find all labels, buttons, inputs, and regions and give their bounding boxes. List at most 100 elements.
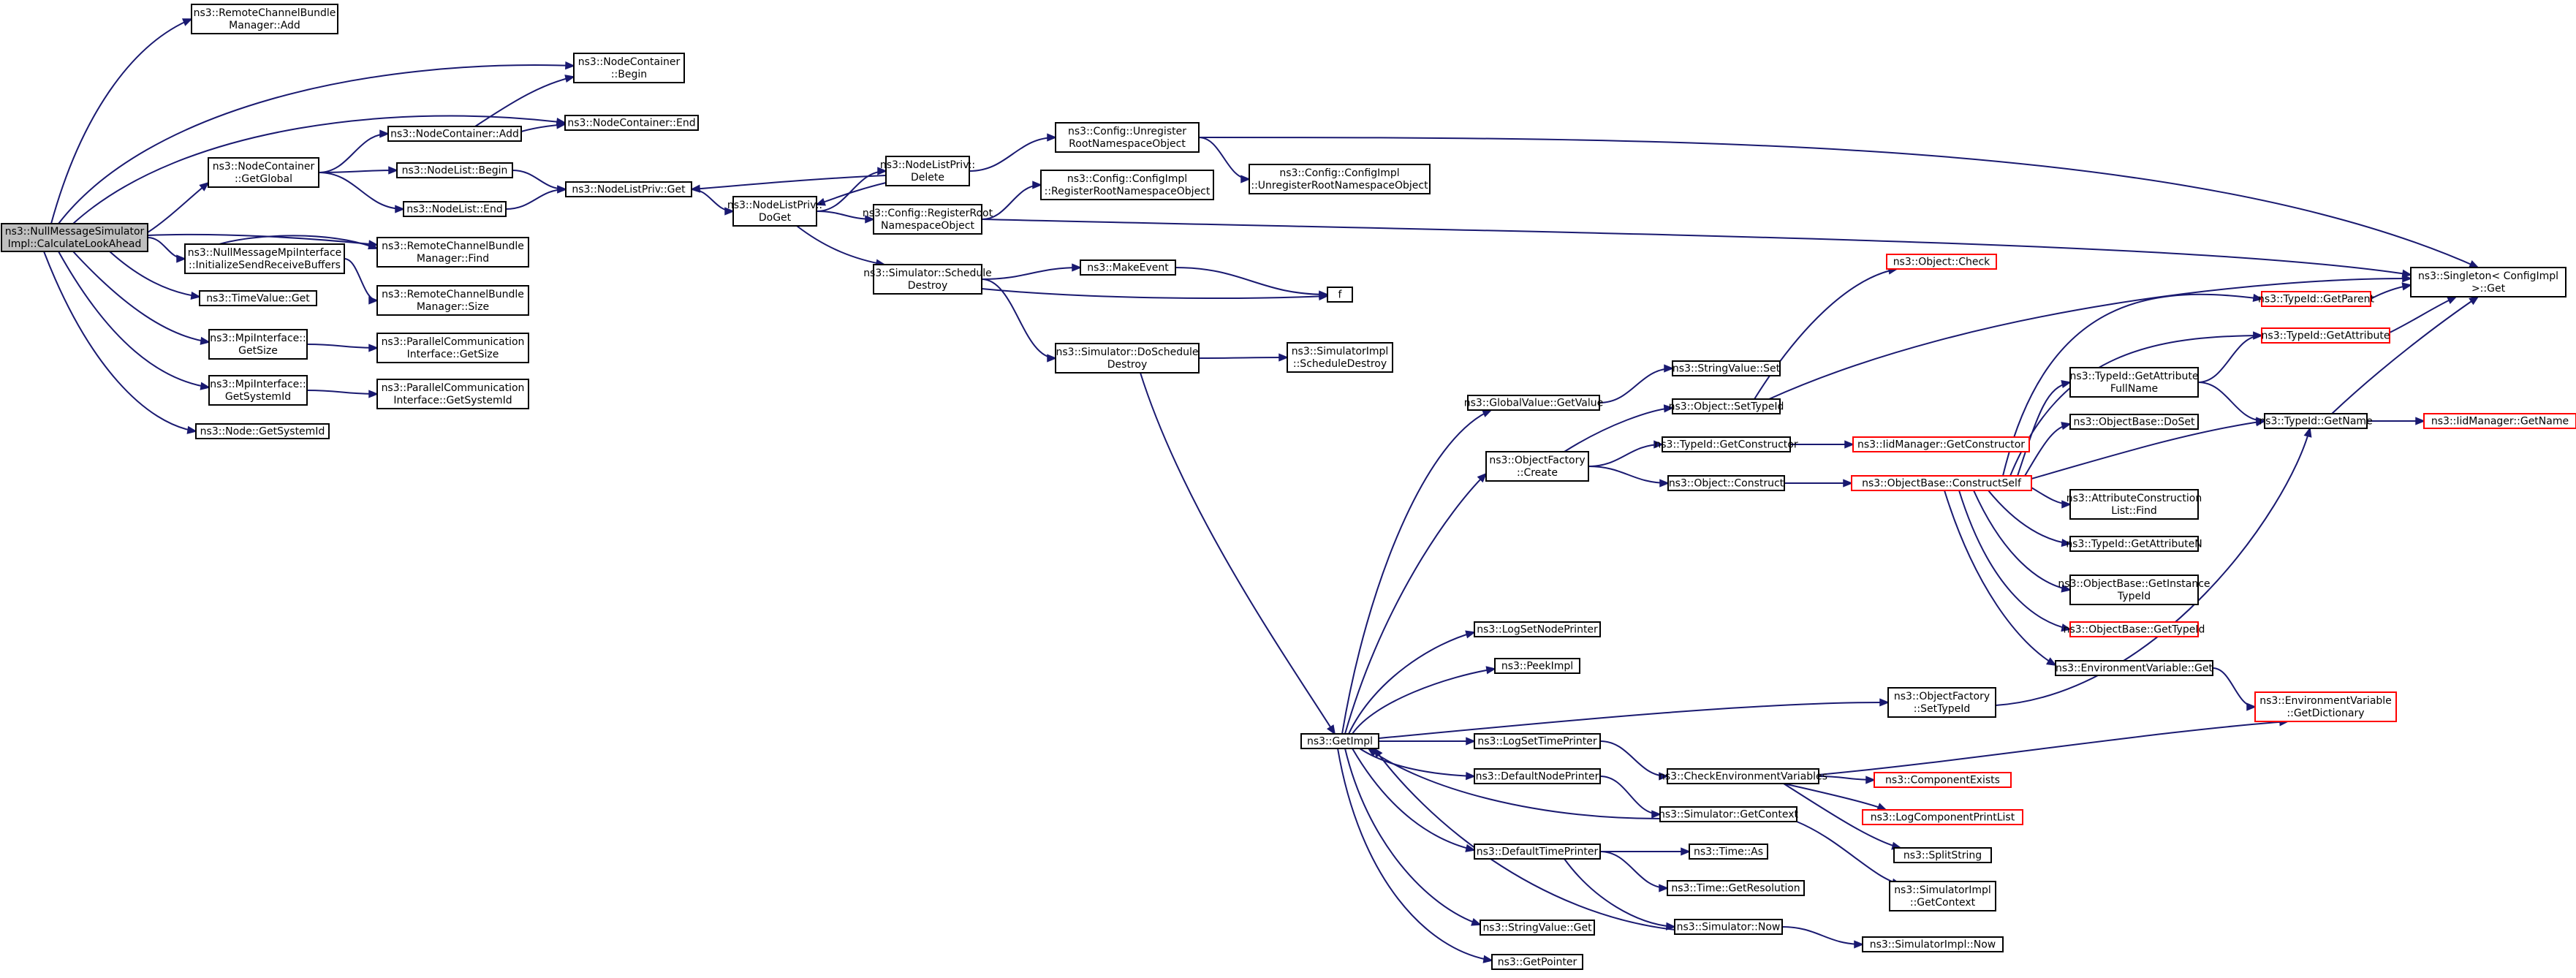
node-timevalue-get[interactable]: ns3::TimeValue::Get xyxy=(199,290,317,306)
node-lognodeprinter[interactable]: ns3::LogSetNodePrinter xyxy=(1474,621,1601,637)
node-cfgimpl-reg[interactable]: ns3::Config::ConfigImpl::RegisterRootNam… xyxy=(1040,170,1214,200)
node-stringvalue-get[interactable]: ns3::StringValue::Get xyxy=(1480,920,1595,936)
node-nc-add[interactable]: ns3::NodeContainer::Add xyxy=(387,126,522,142)
edge-line xyxy=(58,64,575,224)
node-box xyxy=(1055,343,1200,374)
node-defaultnodeprinter[interactable]: ns3::DefaultNodePrinter xyxy=(1474,768,1601,784)
node-nmmpi-init[interactable]: ns3::NullMessageMpiInterface::Initialize… xyxy=(184,243,345,274)
node-globalvalue-getvalue[interactable]: ns3::GlobalValue::GetValue xyxy=(1464,395,1603,411)
node-nlp-get[interactable]: ns3::NodeListPriv::Get xyxy=(565,181,692,197)
node-ob-gettypeid[interactable]: ns3::ObjectBase::GetTypeId xyxy=(2064,621,2205,637)
node-getimpl[interactable]: ns3::GetImpl xyxy=(1300,733,1379,749)
node-sim-getcontext[interactable]: ns3::Simulator::GetContext xyxy=(1659,806,1799,822)
node-nc-getglobal[interactable]: ns3::NodeContainer::GetGlobal xyxy=(208,157,319,188)
node-object-settypeid[interactable]: ns3::Object::SetTypeId xyxy=(1669,398,1784,414)
node-object-check[interactable]: ns3::Object::Check xyxy=(1886,254,1997,270)
node-getpointer[interactable]: ns3::GetPointer xyxy=(1491,954,1583,970)
edge-line xyxy=(1599,776,1661,815)
node-componentexists[interactable]: ns3::ComponentExists xyxy=(1874,772,2012,788)
node-label-line: Manager::Size xyxy=(417,301,489,313)
node-of-create[interactable]: ns3::ObjectFactory::Create xyxy=(1485,451,1589,482)
node-pci-getsize[interactable]: ns3::ParallelCommunicationInterface::Get… xyxy=(376,333,529,363)
node-objectbase-doset[interactable]: ns3::ObjectBase::DoSet xyxy=(2069,414,2199,430)
edge-arrowhead xyxy=(1659,479,1670,488)
edge-arrowhead xyxy=(1471,917,1482,926)
node-box xyxy=(1893,847,1992,863)
node-cfgimpl-unreg[interactable]: ns3::Config::ConfigImpl::UnregisterRootN… xyxy=(1249,164,1431,194)
node-simimpl-now[interactable]: ns3::SimulatorImpl::Now xyxy=(1862,936,2004,952)
node-f[interactable]: f xyxy=(1327,287,1353,303)
node-simimpl-sched[interactable]: ns3::SimulatorImpl::ScheduleDestroy xyxy=(1287,342,1393,373)
nodes-layer: ns3::NullMessageSimulatorImpl::Calculate… xyxy=(1,4,2576,970)
edge-mpi-getsysid-to-pci-getsysid xyxy=(306,390,379,398)
node-defaulttimeprinter[interactable]: ns3::DefaultTimePrinter xyxy=(1474,844,1601,860)
node-box xyxy=(1672,360,1781,376)
edge-arrowhead xyxy=(2401,282,2412,291)
node-checkenv[interactable]: ns3::CheckEnvironmentVariables xyxy=(1659,768,1827,784)
node-typeid-getattrn[interactable]: ns3::TypeId::GetAttributeN xyxy=(2066,536,2202,552)
node-makeevent[interactable]: ns3::MakeEvent xyxy=(1080,259,1176,276)
node-logcomplist[interactable]: ns3::LogComponentPrintList xyxy=(1862,809,2023,825)
edge-line xyxy=(1783,783,1901,849)
node-cfg-reg[interactable]: ns3::Config::RegisterRootNamespaceObject xyxy=(863,204,993,235)
node-nlp-delete[interactable]: ns3::NodeListPriv::Delete xyxy=(880,156,975,186)
edge-line xyxy=(981,278,1056,359)
edge-line xyxy=(981,219,2412,276)
node-mpi-getsize[interactable]: ns3::MpiInterface::GetSize xyxy=(208,329,308,360)
node-sim-sched[interactable]: ns3::Simulator::ScheduleDestroy xyxy=(863,264,992,295)
node-nlp-doget[interactable]: ns3::NodeListPriv::DoGet xyxy=(727,196,822,227)
node-logtimeprinter[interactable]: ns3::LogSetTimePrinter xyxy=(1474,733,1601,749)
edge-line xyxy=(1783,783,1887,811)
edge-ob-constructself-to-objectbase-doset xyxy=(2024,422,2072,477)
edge-line xyxy=(2331,296,2479,414)
node-label-line: ns3::NodeListPriv:: xyxy=(880,159,975,171)
node-root[interactable]: ns3::NullMessageSimulatorImpl::Calculate… xyxy=(1,223,148,252)
edge-line xyxy=(474,76,575,127)
edge-arrowhead xyxy=(1240,175,1251,183)
node-time-as[interactable]: ns3::Time::As xyxy=(1689,844,1768,860)
node-envvar-getdict[interactable]: ns3::EnvironmentVariable::GetDictionary xyxy=(2254,691,2397,722)
node-sim-now[interactable]: ns3::Simulator::Now xyxy=(1674,919,1783,935)
node-label-line: Manager::Add xyxy=(229,20,300,31)
node-typeid-getconstructor[interactable]: ns3::TypeId::GetConstructor xyxy=(1654,436,1798,452)
node-label-line: ns3::Node::GetSystemId xyxy=(200,426,325,438)
node-object-construct[interactable]: ns3::Object::Construct xyxy=(1667,475,1785,491)
node-singleton-get[interactable]: ns3::Singleton< ConfigImpl >::Get xyxy=(2410,267,2566,297)
node-of-settypeid[interactable]: ns3::ObjectFactory::SetTypeId xyxy=(1887,687,1996,718)
node-nc-begin[interactable]: ns3::NodeContainer::Begin xyxy=(573,53,685,83)
node-time-getres[interactable]: ns3::Time::GetResolution xyxy=(1667,880,1805,896)
node-nl-begin[interactable]: ns3::NodeList::Begin xyxy=(396,162,513,178)
edge-root-to-rcbm-add xyxy=(50,18,193,224)
node-label-line: ::RegisterRootNamespaceObject xyxy=(1045,186,1211,197)
node-envvar-get[interactable]: ns3::EnvironmentVariable::Get xyxy=(2055,660,2213,676)
edge-ob-constructself-to-ob-gettypeid xyxy=(1958,490,2072,632)
node-peekimpl[interactable]: ns3::PeekImpl xyxy=(1494,658,1580,674)
node-simimpl-getcontext[interactable]: ns3::SimulatorImpl::GetContext xyxy=(1889,881,1996,911)
node-typeid-getparent[interactable]: ns3::TypeId::GetParent xyxy=(2258,291,2374,307)
node-stringvalue-set[interactable]: ns3::StringValue::Set xyxy=(1672,360,1781,376)
edge-line xyxy=(816,182,887,205)
edge-defaulttimeprinter-to-time-getres xyxy=(1599,851,1669,892)
node-label-line: RootNamespaceObject xyxy=(1069,138,1186,150)
node-nl-end[interactable]: ns3::NodeList::End xyxy=(403,201,507,217)
node-mpi-getsysid[interactable]: ns3::MpiInterface::GetSystemId xyxy=(208,375,308,406)
node-splitstring[interactable]: ns3::SplitString xyxy=(1893,847,1992,863)
node-iidm-getname[interactable]: ns3::IidManager::GetName xyxy=(2423,413,2576,429)
edge-line xyxy=(1337,748,1493,961)
node-typeid-getname[interactable]: ns3::TypeId::GetName xyxy=(2259,413,2373,429)
node-node-getsysid[interactable]: ns3::Node::GetSystemId xyxy=(195,423,330,439)
edge-typeid-getconstructor-to-iidm-getconstructor xyxy=(1789,440,1855,449)
node-iidm-getconstructor[interactable]: ns3::IidManager::GetConstructor xyxy=(1852,436,2030,452)
node-pci-getsysid[interactable]: ns3::ParallelCommunicationInterface::Get… xyxy=(376,379,529,409)
node-nc-end[interactable]: ns3::NodeContainer::End xyxy=(564,115,699,131)
node-typeid-getattribute[interactable]: ns3::TypeId::GetAttribute xyxy=(2261,327,2390,344)
node-cfg-unreg[interactable]: ns3::Config::UnregisterRootNamespaceObje… xyxy=(1055,122,1200,153)
node-ob-constructself[interactable]: ns3::ObjectBase::ConstructSelf xyxy=(1851,475,2032,491)
